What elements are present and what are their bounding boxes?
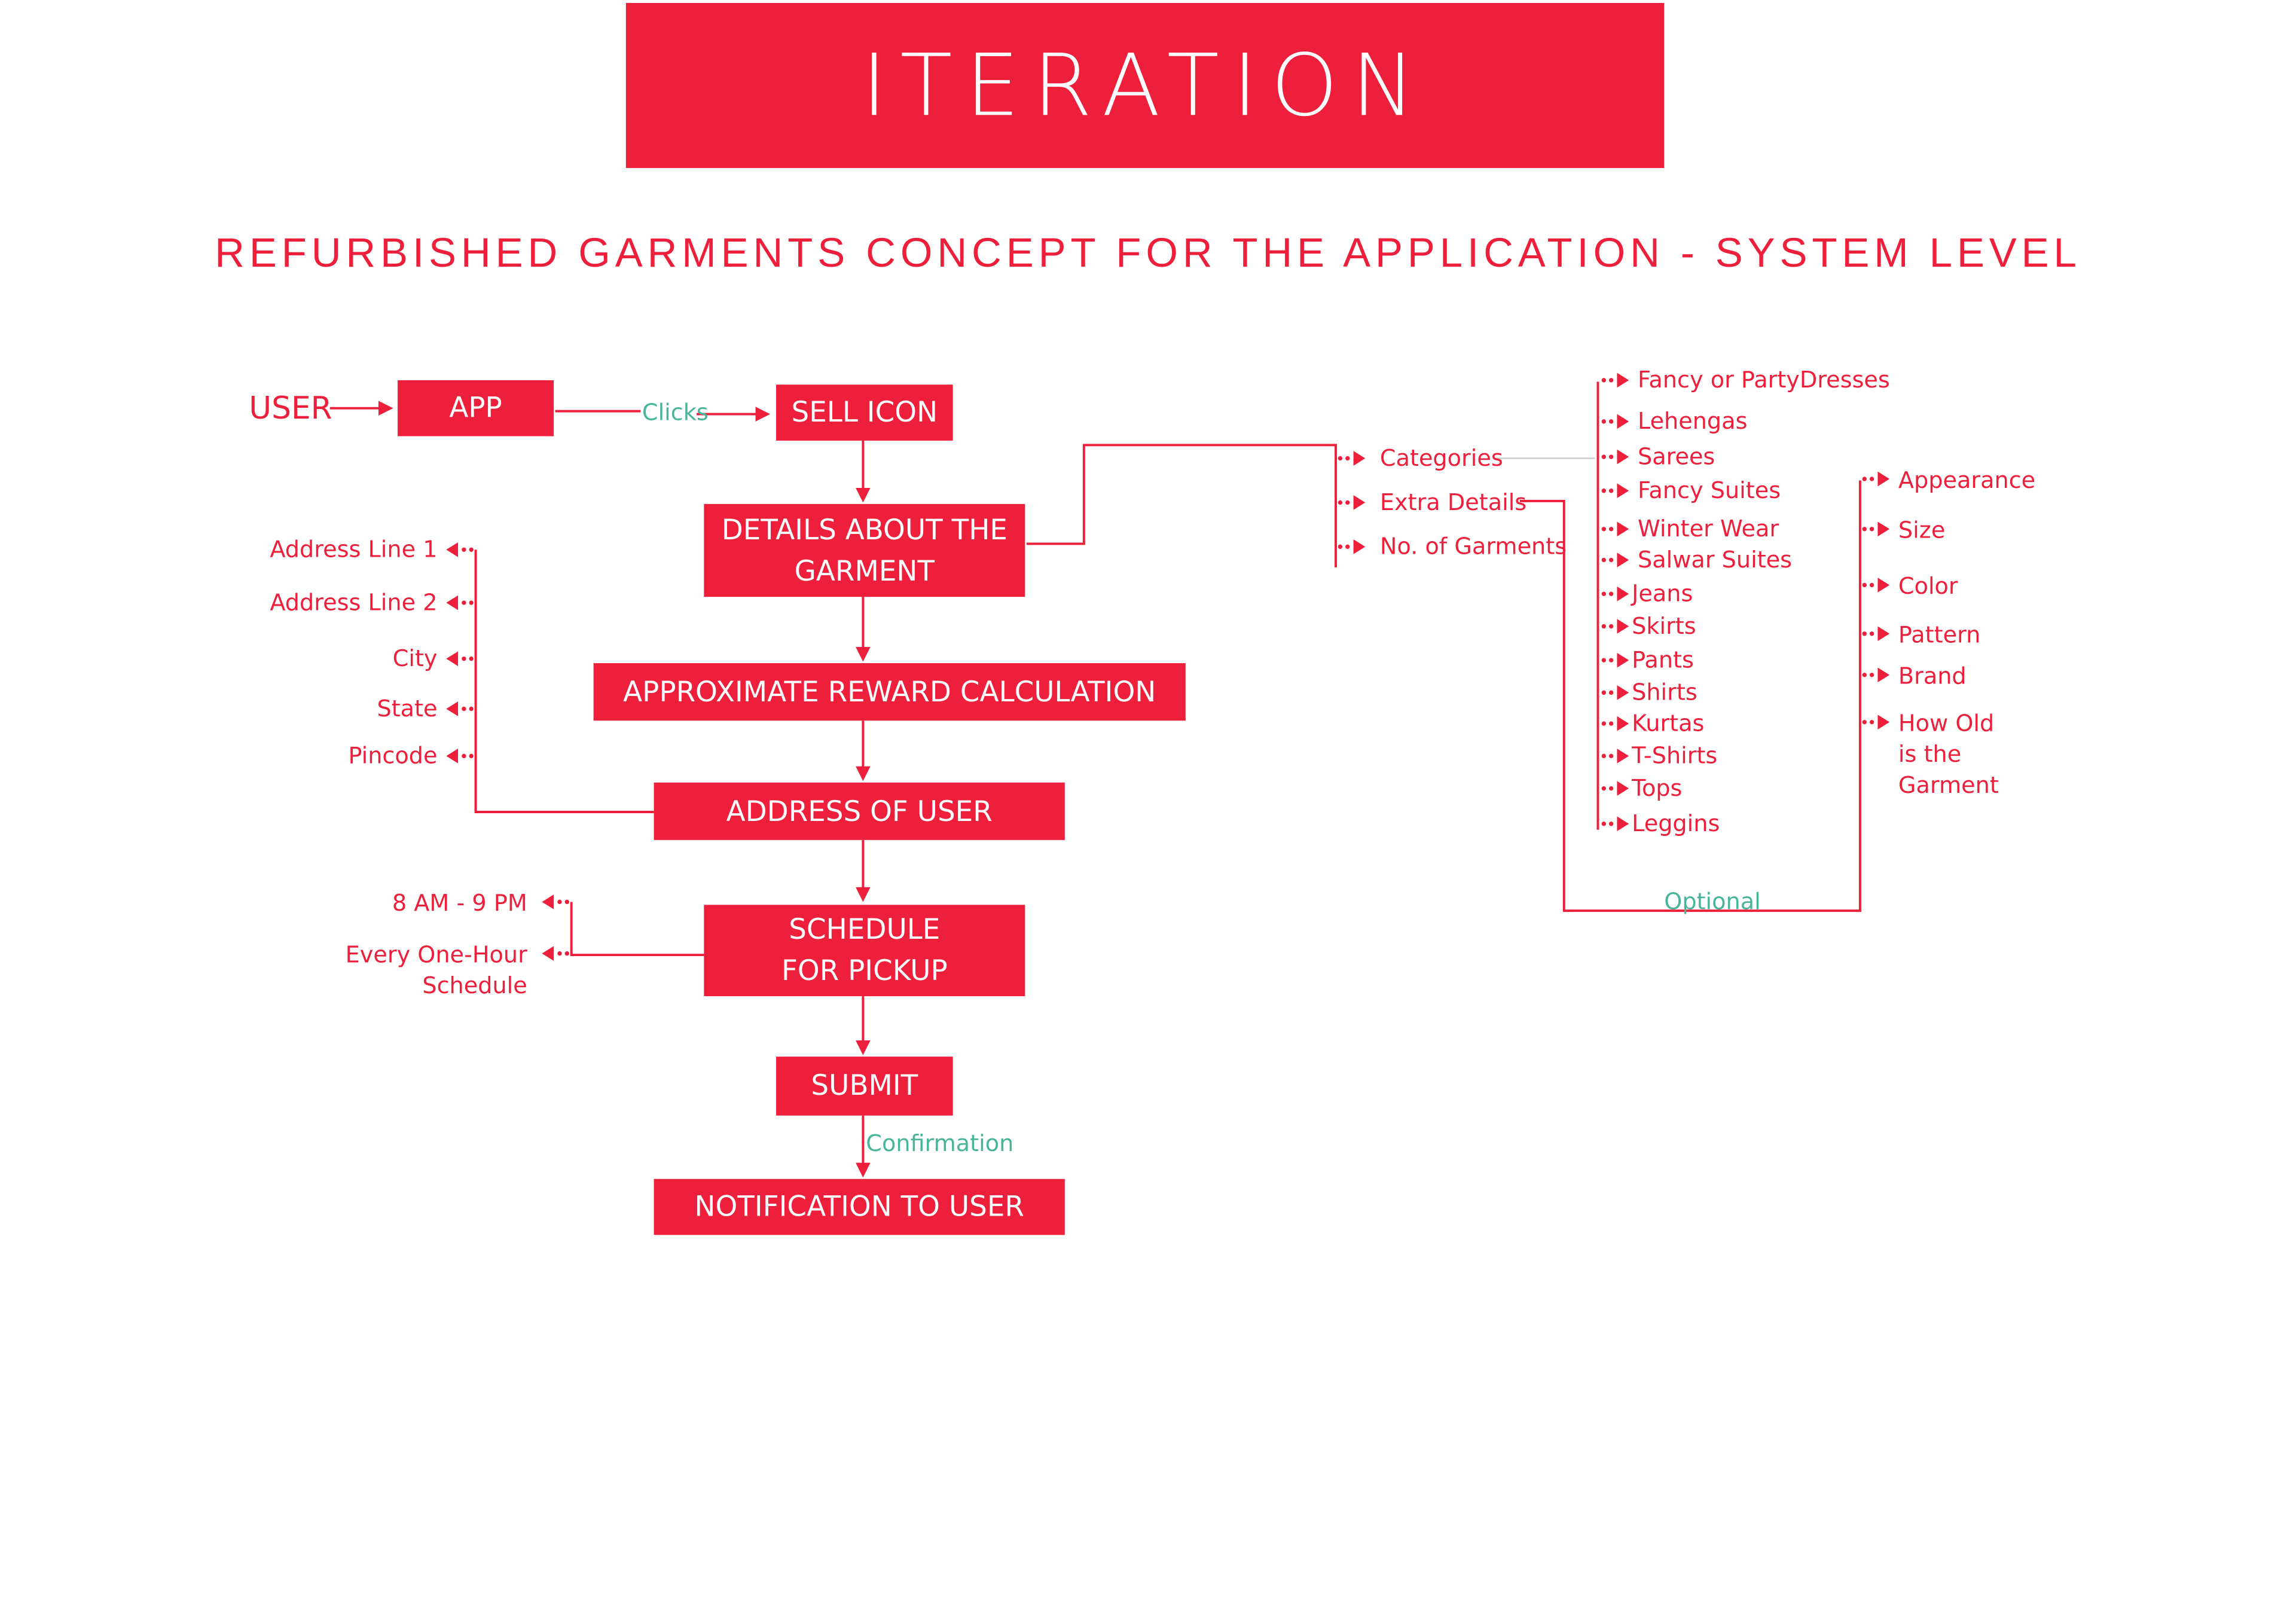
category-item: Skirts <box>1632 613 1696 640</box>
sell-icon-box: SELL ICON <box>776 384 953 441</box>
address-field-label: Address Line 2 <box>270 589 438 616</box>
address-box: ADDRESS OF USER <box>654 782 1065 840</box>
title-banner: ITERATION <box>625 2 1665 168</box>
extra-detail-arrow <box>1862 578 1890 593</box>
category-item: Lehengas <box>1637 408 1748 435</box>
schedule-branch-line <box>570 902 704 957</box>
extra-detail-arrow <box>1862 521 1890 537</box>
address-field-arrow <box>446 701 474 716</box>
schedule-field-label: 8 AM - 9 PM <box>392 890 527 917</box>
schedule-field-label: Every One-Hour Schedule <box>345 941 527 999</box>
category-arrow <box>1601 586 1629 602</box>
category-item: Jeans <box>1632 581 1693 608</box>
schedule-field-arrow <box>542 895 569 909</box>
category-arrow <box>1601 619 1629 634</box>
details-branch-line <box>1026 444 1338 567</box>
extra-detail-item: Appearance <box>1898 467 2036 494</box>
category-arrow <box>1601 685 1629 700</box>
category-item: Sarees <box>1637 443 1715 471</box>
category-item: Leggins <box>1632 810 1720 837</box>
category-item: Fancy Suites <box>1637 477 1781 504</box>
extra-detail-arrow <box>1862 667 1890 683</box>
extra-detail-item: Size <box>1898 517 1946 544</box>
category-item: Salwar Suites <box>1637 547 1793 573</box>
subtitle: REFURBISHED GARMENTS CONCEPT FOR THE APP… <box>215 230 2081 276</box>
extra-detail-arrow <box>1862 626 1890 642</box>
user-label: USER <box>249 390 332 426</box>
address-field-label: Pincode <box>348 743 438 770</box>
details-field-label: No. of Garments <box>1379 533 1567 560</box>
address-field-arrow <box>446 651 474 666</box>
category-item: Fancy or PartyDresses <box>1637 367 1890 394</box>
extra-detail-arrow <box>1862 471 1890 487</box>
category-item: Winter Wear <box>1637 515 1779 542</box>
app-box: APP <box>398 380 554 436</box>
clicks-label: Clicks <box>642 399 709 426</box>
address-field-arrow <box>446 542 474 557</box>
category-arrow <box>1601 816 1629 832</box>
schedule-box: SCHEDULE FOR PICKUP <box>704 905 1025 997</box>
category-arrow <box>1601 552 1629 567</box>
category-arrow <box>1601 414 1629 429</box>
details-field-arrow <box>1338 451 1366 466</box>
details-field-label: Extra Details <box>1379 489 1527 516</box>
category-item: Pants <box>1632 646 1694 674</box>
details-field-arrow <box>1338 539 1366 554</box>
category-item: Kurtas <box>1632 710 1705 737</box>
category-arrow <box>1601 521 1629 537</box>
extra-detail-item: Color <box>1898 573 1958 600</box>
address-field-label: City <box>392 645 438 672</box>
category-arrow <box>1601 373 1629 388</box>
extra-detail-item: Pattern <box>1898 622 1981 649</box>
category-item: Shirts <box>1632 679 1697 706</box>
submit-box: SUBMIT <box>776 1057 953 1116</box>
confirmation-label: Confirmation <box>866 1130 1014 1157</box>
category-item: Tops <box>1632 775 1683 802</box>
address-field-label: State <box>377 695 438 722</box>
extra-detail-arrow <box>1862 715 1890 729</box>
reward-box: APPROXIMATE REWARD CALCULATION <box>593 663 1186 721</box>
optional-label: Optional <box>1664 889 1761 915</box>
category-arrow <box>1601 749 1629 764</box>
address-field-arrow <box>446 595 474 610</box>
schedule-field-arrow <box>542 946 569 961</box>
category-arrow <box>1601 716 1629 731</box>
address-field-arrow <box>446 749 474 764</box>
category-arrow <box>1601 449 1629 465</box>
address-branch-line <box>474 550 654 813</box>
details-box: DETAILS ABOUT THE GARMENT <box>704 503 1025 597</box>
notification-box: NOTIFICATION TO USER <box>654 1179 1065 1235</box>
details-field-arrow <box>1338 495 1366 510</box>
category-arrow <box>1601 483 1629 499</box>
extra-detail-item: Brand <box>1898 663 1967 690</box>
category-arrow <box>1601 781 1629 796</box>
category-arrow <box>1601 652 1629 668</box>
category-item: T-Shirts <box>1632 743 1718 770</box>
extra-details-branch-line <box>1519 480 1861 912</box>
details-field-label: Categories <box>1379 445 1503 472</box>
extra-detail-item: How Old is the Garment <box>1898 710 1999 799</box>
address-field-label: Address Line 1 <box>270 536 438 563</box>
